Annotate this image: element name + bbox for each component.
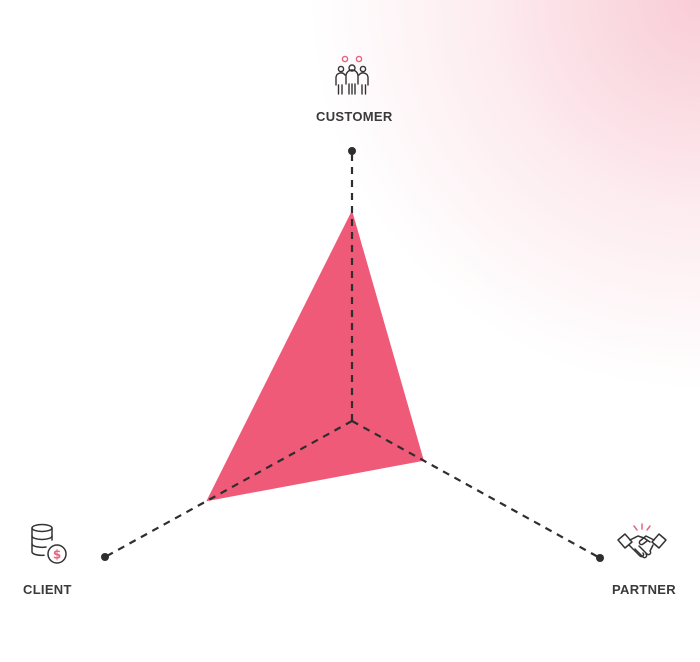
coins-dollar-icon: $: [31, 523, 67, 564]
axis-label-client: CLIENT: [23, 582, 72, 597]
axis-end-dot-partner: [596, 554, 604, 562]
axis-label-customer: CUSTOMER: [316, 109, 393, 124]
svg-text:$: $: [53, 548, 61, 562]
handshake-icon: [617, 523, 667, 559]
axis-end-dot-client: [101, 553, 109, 561]
value-area: [206, 210, 424, 502]
axis-line-client: [104, 420, 353, 558]
people-group-icon: [335, 55, 369, 95]
axis-line-partner: [351, 420, 601, 559]
axis-end-dot-customer: [348, 147, 356, 155]
axis-label-partner: PARTNER: [612, 582, 676, 597]
